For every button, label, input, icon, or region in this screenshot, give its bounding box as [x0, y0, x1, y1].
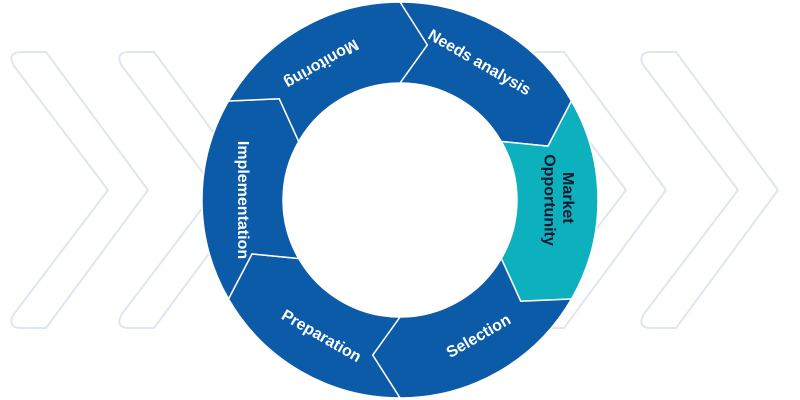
- chevron-left-1-icon: [10, 51, 149, 329]
- background-chevrons: [10, 51, 779, 329]
- chevron-right-2-icon: [640, 51, 779, 329]
- market-opportunity-label-line-2: Opportunity: [540, 154, 557, 246]
- market-opportunity-label: Market Opportunity: [540, 154, 575, 246]
- chevron-left-2-icon: [118, 51, 257, 329]
- cycle-ring: [201, 1, 599, 399]
- implementation-label: Implementation: [234, 141, 251, 259]
- market-opportunity-label-line-1: Market: [559, 172, 576, 224]
- segment-monitoring: [227, 1, 429, 143]
